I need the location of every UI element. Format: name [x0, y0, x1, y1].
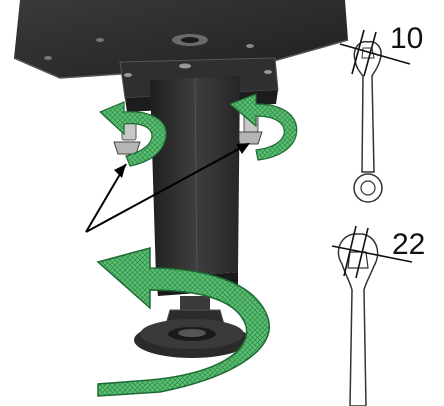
combination-wrench-icon	[339, 29, 411, 203]
leveling-foot	[134, 296, 250, 358]
rotation-arrow-icon	[228, 93, 298, 161]
wrench-size-small: 10	[390, 22, 424, 55]
wrench-size-large: 22	[392, 228, 426, 261]
leg-tube	[150, 76, 240, 296]
rotation-arrow-icon	[96, 247, 271, 397]
rotation-arrow-icon	[98, 101, 167, 167]
pointer-arrow-icon	[85, 143, 250, 233]
combination-wrench-icon	[331, 225, 413, 406]
